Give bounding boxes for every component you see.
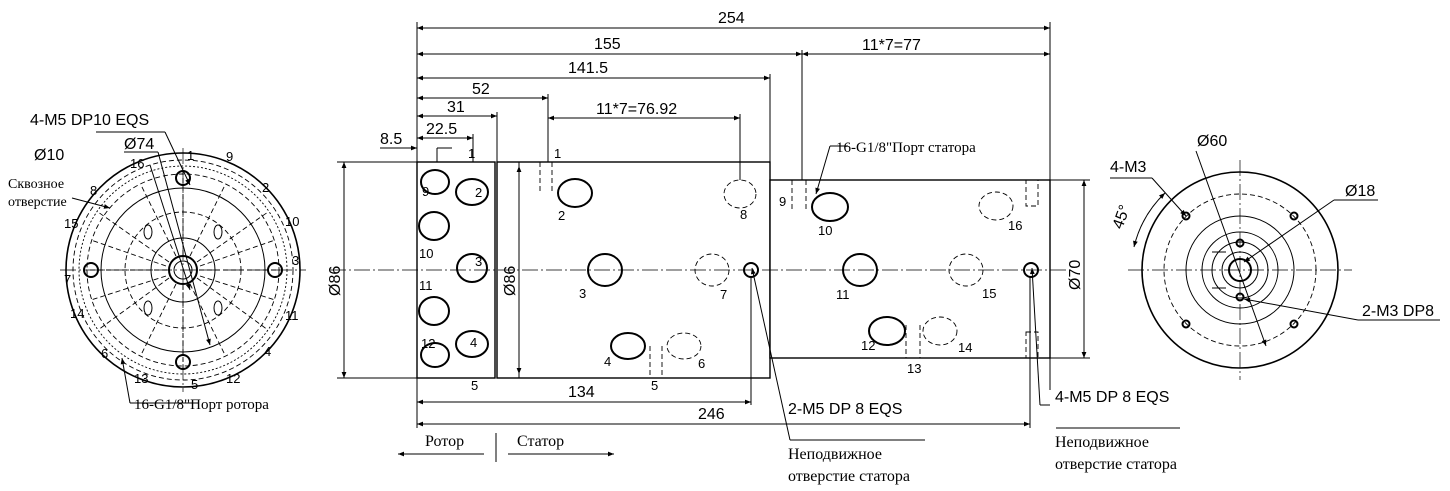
note-4m5: 4-M5 DP 8 EQS [1055,389,1169,406]
lp-2: 2 [262,180,269,195]
rp-9: 9 [422,184,429,199]
lp-13: 13 [134,371,148,386]
dim-11x7-77: 11*7=77 [862,37,921,54]
rotor-port-note: 16-G1/8"Порт ротора [134,397,269,413]
right-thread-2m3: 2-M3 DP8 [1362,303,1434,320]
lp-7: 7 [64,272,71,287]
stator-label: Статор [517,433,564,450]
dim-22-5: 22.5 [426,121,457,138]
dia-70: Ø70 [1067,260,1084,290]
right-end-view [1110,150,1440,380]
left-port-numbers: 1 9 2 10 3 11 4 12 5 13 6 14 7 15 8 16 [64,148,299,392]
dim-254: 254 [718,10,745,27]
mp-7: 7 [720,287,727,302]
lp-10: 10 [285,214,299,229]
dim-141-5: 141.5 [568,60,608,77]
dim-134: 134 [568,384,595,401]
dim-31: 31 [447,99,465,116]
rp-1: 1 [468,146,475,161]
sp-12: 12 [861,338,875,353]
fixed-hole-1-line2: отверстие статора [788,468,910,485]
lp-12: 12 [226,371,240,386]
sp-11: 11 [836,287,850,302]
rp-11: 11 [419,278,433,293]
side-view-body [330,161,1070,379]
through-hole-label-2: отверстие [8,195,67,210]
dia-86-mid: Ø86 [502,266,519,296]
right-angle-45: 45° [1110,203,1134,232]
lp-9: 9 [226,149,233,164]
left-thread-note: 4-M5 DP10 EQS [30,112,149,129]
side-port-numbers: 1 2 3 4 5 9 10 11 12 1 2 3 4 5 6 7 8 9 1… [419,146,1022,393]
fixed-hole-2-line1: Неподвижное [1055,434,1149,451]
lp-11: 11 [285,308,299,323]
mp-4: 4 [604,354,611,369]
rp-5: 5 [471,378,478,393]
lp-15: 15 [64,216,78,231]
mp-1: 1 [554,146,561,161]
mp-5: 5 [651,378,658,393]
lp-14: 14 [70,306,84,321]
lp-3: 3 [292,253,299,268]
through-hole-label-1: Сквозное [8,177,64,192]
sp-16: 16 [1008,218,1022,233]
lp-5: 5 [191,377,198,392]
mp-8: 8 [740,207,747,222]
sp-9: 9 [779,194,786,209]
lp-4: 4 [264,344,271,359]
mp-2: 2 [558,208,565,223]
left-end-view [60,131,306,404]
dim-11x7-76-92: 11*7=76.92 [596,101,677,118]
mp-6: 6 [698,356,705,371]
lp-6: 6 [101,346,108,361]
dim-246: 246 [698,406,725,423]
left-dia-10: Ø10 [34,147,64,164]
lp-1: 1 [187,148,194,163]
dia-86-left: Ø86 [327,266,344,296]
rp-12: 12 [421,336,435,351]
sp-15: 15 [982,286,996,301]
lp-16: 16 [130,156,144,171]
sp-14: 14 [958,340,972,355]
fixed-hole-2-line2: отверстие статора [1055,456,1177,473]
side-view-dimensions [337,22,1180,462]
rp-10: 10 [419,246,433,261]
lp-8: 8 [90,183,97,198]
dim-155: 155 [594,36,621,53]
stator-port-note: 16-G1/8"Порт статора [836,140,976,156]
rp-4: 4 [470,335,477,350]
fixed-hole-1-line1: Неподвижное [788,446,882,463]
left-dia-74: Ø74 [124,136,154,153]
side-dim-labels: 254 155 141.5 52 31 22.5 8.5 11*7=77 11*… [327,10,1169,423]
mp-3: 3 [579,286,586,301]
note-2m5: 2-M5 DP 8 EQS [788,401,902,418]
rp-2: 2 [475,185,482,200]
right-dia-18: Ø18 [1345,183,1375,200]
rotor-label: Ротор [425,433,464,450]
right-thread-4m3: 4-M3 [1110,159,1147,176]
sp-10: 10 [818,223,832,238]
right-dia-60: Ø60 [1197,133,1227,150]
dim-52: 52 [472,81,490,98]
rp-3: 3 [475,254,482,269]
sp-13: 13 [907,361,921,376]
dim-8-5: 8.5 [380,131,402,148]
